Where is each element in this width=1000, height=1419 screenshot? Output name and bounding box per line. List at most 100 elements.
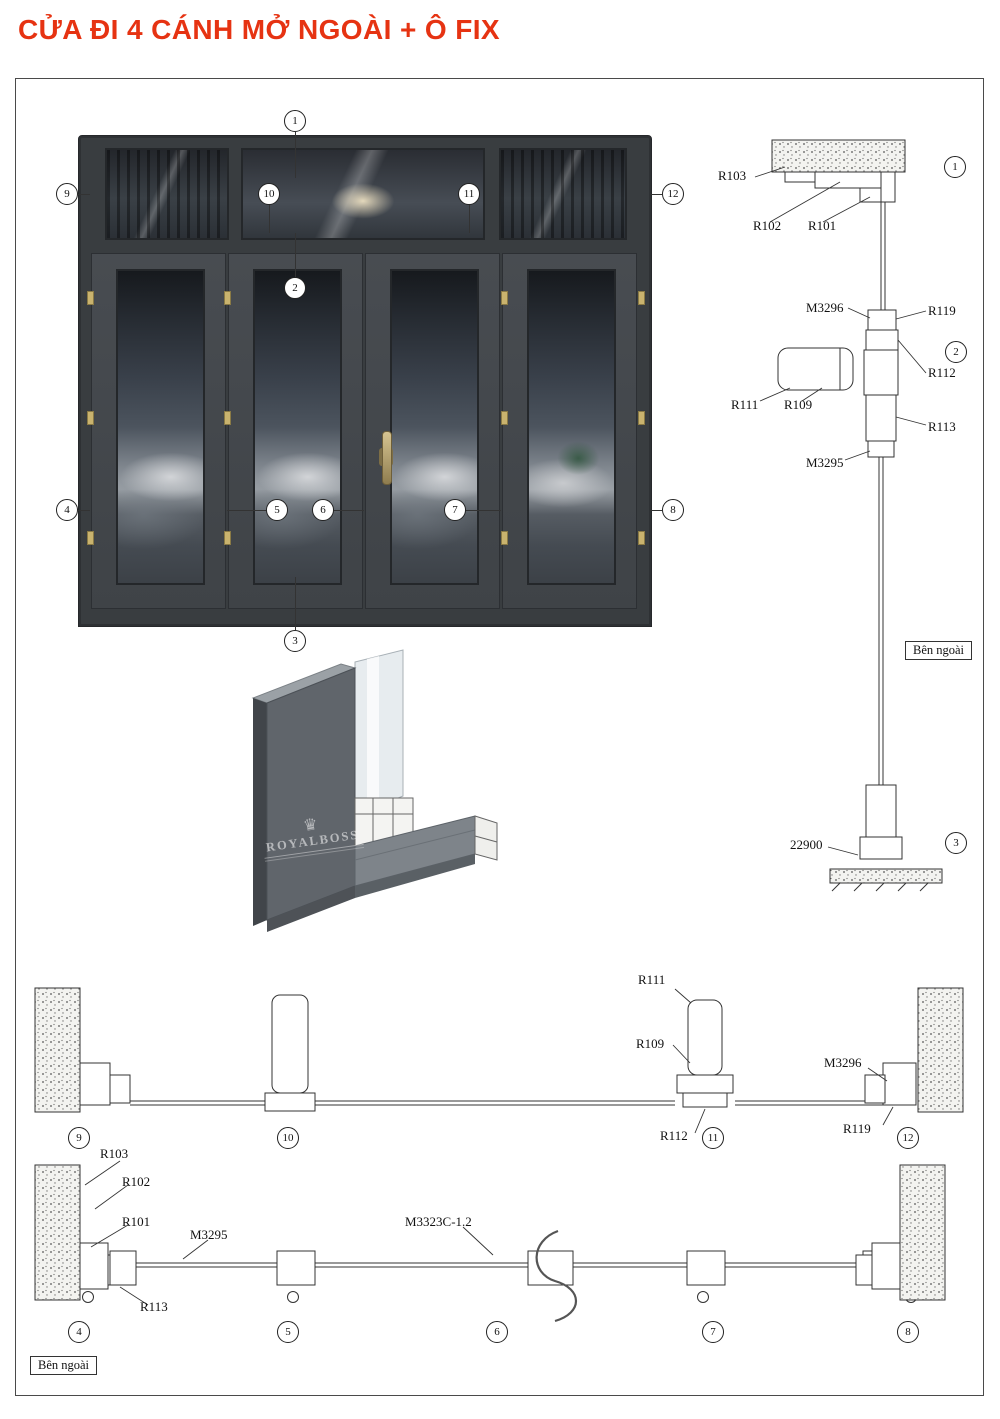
callout-plan-11: 11: [702, 1127, 724, 1149]
leader-line: [469, 205, 470, 233]
label-r119-p: R119: [843, 1121, 871, 1136]
label-m3296-p: M3296: [824, 1055, 862, 1070]
label-m3295-v: M3295: [806, 455, 844, 470]
leader-line: [295, 577, 296, 630]
pull-handle-plan: [535, 1229, 578, 1323]
leader-line: [466, 510, 501, 511]
callout-7: 7: [444, 499, 466, 521]
label-r112-v: R112: [928, 365, 956, 380]
leader-line: [78, 194, 90, 195]
label-r103-b: R103: [100, 1146, 129, 1161]
hinge-icon: [501, 291, 508, 305]
callout-plan-12: 12: [897, 1127, 919, 1149]
leaf-4-glass: [527, 269, 616, 585]
leaf-1-glass: [116, 269, 205, 585]
label-r109-p: R109: [636, 1036, 665, 1051]
callout-6: 6: [312, 499, 334, 521]
drawing-frame: [15, 78, 984, 1396]
callout-plan-10: 10: [277, 1127, 299, 1149]
door-leaf-4: [502, 253, 637, 609]
label-r101-b: R101: [122, 1214, 151, 1229]
wall-block-left: [34, 1164, 81, 1301]
label-m3295-b: M3295: [190, 1227, 228, 1242]
leader-line: [650, 194, 662, 195]
label-r113-v: R113: [928, 419, 956, 434]
vertical-section-drawing: [754, 139, 943, 892]
leader-line: [334, 510, 364, 511]
plan-section-top-drawing: [34, 987, 964, 1134]
door-leaf-1: [91, 253, 226, 609]
callout-plan-5: 5: [277, 1321, 299, 1343]
callout-plan-8: 8: [897, 1321, 919, 1343]
callout-1: 1: [284, 110, 306, 132]
callout-section-3: 3: [945, 832, 967, 854]
plan-section-bottom-drawing: [34, 1160, 946, 1323]
callout-8: 8: [662, 499, 684, 521]
callout-11: 11: [458, 183, 480, 205]
callout-4: 4: [56, 499, 78, 521]
callout-5: 5: [266, 499, 288, 521]
callout-plan-9: 9: [68, 1127, 90, 1149]
callout-9: 9: [56, 183, 78, 205]
mullion-7: [686, 1250, 726, 1286]
outside-label-bottom: Bên ngoài: [30, 1356, 98, 1375]
wall-block-left: [34, 987, 81, 1113]
door-handle: [382, 431, 392, 485]
door-elevation: [78, 135, 652, 627]
hinge-icon: [501, 411, 508, 425]
label-m3296-v: M3296: [806, 300, 844, 315]
label-r102-v: R102: [753, 218, 782, 233]
leaf-2-glass: [253, 269, 342, 585]
callout-section-2: 2: [945, 341, 967, 363]
wall-block-head: [771, 139, 906, 173]
profile-3d-drawing: [251, 649, 498, 932]
label-r103-v: R103: [718, 168, 747, 183]
leader-line: [295, 132, 296, 178]
floor-slab: [829, 868, 943, 884]
page-title: CỬA ĐI 4 CÁNH MỞ NGOÀI + Ô FIX: [18, 14, 500, 45]
hinge-icon: [638, 531, 645, 545]
leader-lines: [754, 166, 927, 856]
leaf-3-glass: [390, 269, 479, 585]
callout-plan-7: 7: [702, 1321, 724, 1343]
callout-plan-4: 4: [68, 1321, 90, 1343]
wall-block-right: [899, 1164, 946, 1301]
callout-section-1: 1: [944, 156, 966, 178]
callout-12: 12: [662, 183, 684, 205]
label-r112-p: R112: [660, 1128, 688, 1143]
profile-cross-section: [354, 797, 414, 847]
transom-pane-right: [499, 148, 627, 240]
hinge-icon: [224, 531, 231, 545]
label-r101-v: R101: [808, 218, 837, 233]
transom-pane-left: [105, 148, 229, 240]
leader-lines: [84, 1160, 494, 1306]
label-dimension: 22900: [790, 837, 823, 852]
profile-jamb-face: [266, 667, 356, 921]
callout-2: 2: [284, 277, 306, 299]
outside-label-right: Bên ngoài: [905, 641, 973, 660]
label-m3323c-b: M3323C-1.2: [405, 1214, 472, 1229]
transom-pane-middle: [241, 148, 485, 240]
leader-line: [650, 510, 662, 511]
hinge-icon: [87, 291, 94, 305]
door-closer: [777, 347, 854, 391]
callout-3: 3: [284, 630, 306, 652]
mullion-10: [271, 994, 309, 1094]
leader-lines: [672, 988, 894, 1134]
door-leaf-2: [228, 253, 363, 609]
hinge-icon: [638, 411, 645, 425]
callout-plan-6: 6: [486, 1321, 508, 1343]
label-r109-v: R109: [784, 397, 813, 412]
wall-block-right: [917, 987, 964, 1113]
label-r111-v: R111: [731, 397, 759, 412]
label-r119-v: R119: [928, 303, 956, 318]
hinge-icon: [224, 411, 231, 425]
leader-line: [227, 510, 266, 511]
label-r102-b: R102: [122, 1174, 151, 1189]
leader-line: [269, 205, 270, 233]
leader-line: [78, 510, 90, 511]
hinge-icon: [501, 531, 508, 545]
hinge-icon: [87, 531, 94, 545]
callout-10: 10: [258, 183, 280, 205]
leader-line: [295, 233, 296, 277]
